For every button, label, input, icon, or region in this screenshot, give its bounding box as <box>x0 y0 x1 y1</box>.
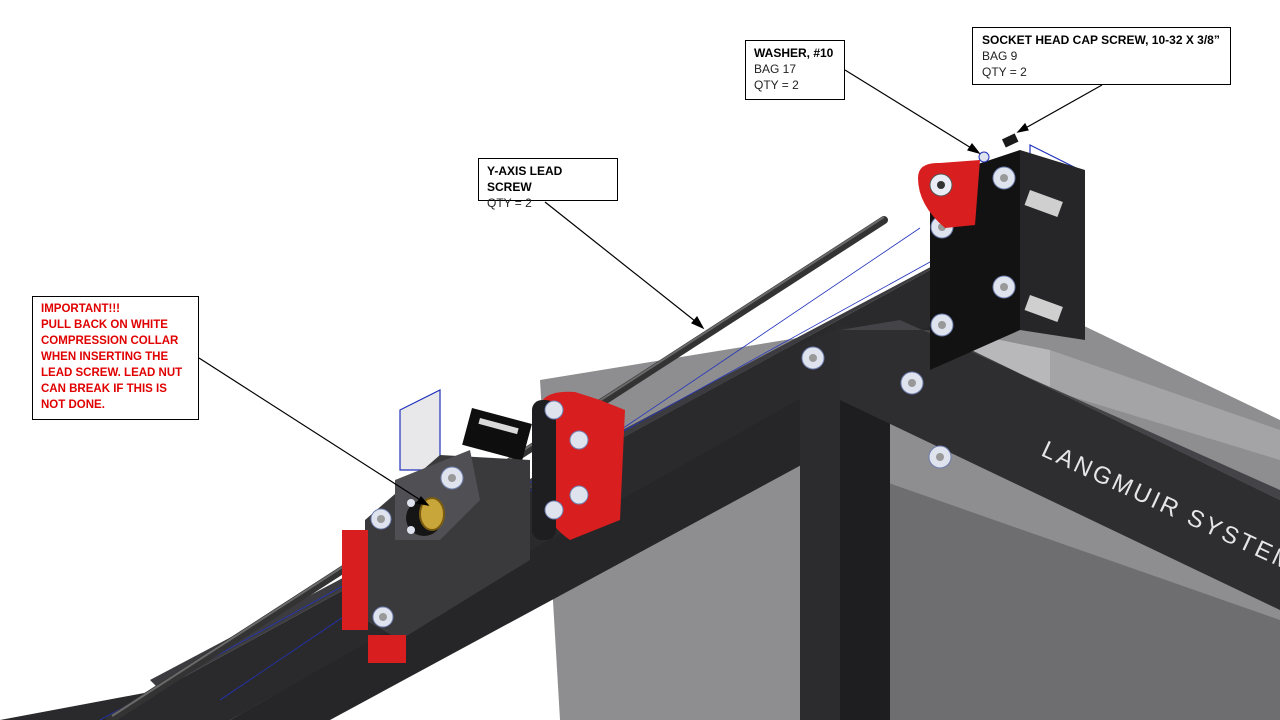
right-shaft-2 <box>1024 294 1063 323</box>
lead-screw-arrowhead <box>691 315 705 330</box>
vertical-post-face <box>840 350 890 720</box>
socket-screw-callout-title: SOCKET HEAD CAP SCREW, 10-32 X 3/8” <box>982 33 1220 47</box>
right-plate-bolts <box>930 166 1016 337</box>
lead-screw-callout: Y-AXIS LEAD SCREW QTY = 2 <box>478 158 618 210</box>
warning-arrowhead <box>415 496 430 506</box>
warning-callout: IMPORTANT!!! PULL BACK ON WHITE COMPRESS… <box>32 296 199 420</box>
compression-collar <box>419 497 445 531</box>
table-inner-dark <box>880 480 1280 720</box>
warning-line-4: WHEN INSERTING THE <box>41 351 169 363</box>
right-bearing-center <box>937 181 945 189</box>
socket-screw-callout-bag: BAG 9 <box>982 49 1018 63</box>
lead-screw-callout-title: Y-AXIS LEAD SCREW <box>487 164 563 194</box>
screw-leader <box>1021 84 1103 131</box>
socket-screw-callout: SOCKET HEAD CAP SCREW, 10-32 X 3/8” BAG … <box>972 27 1231 85</box>
warning-line-1: IMPORTANT!!! <box>41 303 120 315</box>
left-bolts <box>370 400 589 628</box>
lead-nut-screw-1 <box>407 499 415 507</box>
lead-nut-screw-2 <box>407 526 415 534</box>
cross-beam <box>840 330 1280 610</box>
washer-leader <box>844 69 977 152</box>
lead-screw-callout-qty: QTY = 2 <box>487 196 532 210</box>
warning-line-3: COMPRESSION COLLAR <box>41 335 179 347</box>
washer-callout-title: WASHER, #10 <box>754 46 834 60</box>
washer-callout: WASHER, #10 BAG 17 QTY = 2 <box>745 40 845 100</box>
left-red-block-foot <box>368 635 406 663</box>
washer-part <box>978 151 990 163</box>
left-red-wheel-bracket <box>540 391 625 540</box>
left-outline-bracket <box>399 389 441 471</box>
socket-screw-callout-qty: QTY = 2 <box>982 65 1027 79</box>
right-bearing-block <box>918 160 980 228</box>
left-label-plate <box>462 407 532 461</box>
left-red-block-lower <box>342 530 368 630</box>
table-edge-light <box>1050 350 1280 460</box>
frame-bolts <box>801 346 952 469</box>
warning-line-7: NOT DONE. <box>41 399 105 411</box>
right-shaft-1 <box>1024 189 1063 218</box>
lead-screw-leader <box>544 201 701 326</box>
socket-screw-part <box>1001 133 1019 148</box>
washer-callout-qty: QTY = 2 <box>754 78 799 92</box>
warning-line-6: CAN BREAK IF THIS IS <box>41 383 167 395</box>
washer-arrowhead <box>967 142 981 155</box>
warning-leader <box>198 357 426 504</box>
left-label-sticker <box>478 418 519 435</box>
washer-callout-bag: BAG 17 <box>754 62 797 76</box>
warning-line-2: PULL BACK ON WHITE <box>41 319 168 331</box>
warning-line-5: LEAD SCREW. LEAD NUT <box>41 367 183 379</box>
screw-arrowhead <box>1016 122 1029 133</box>
